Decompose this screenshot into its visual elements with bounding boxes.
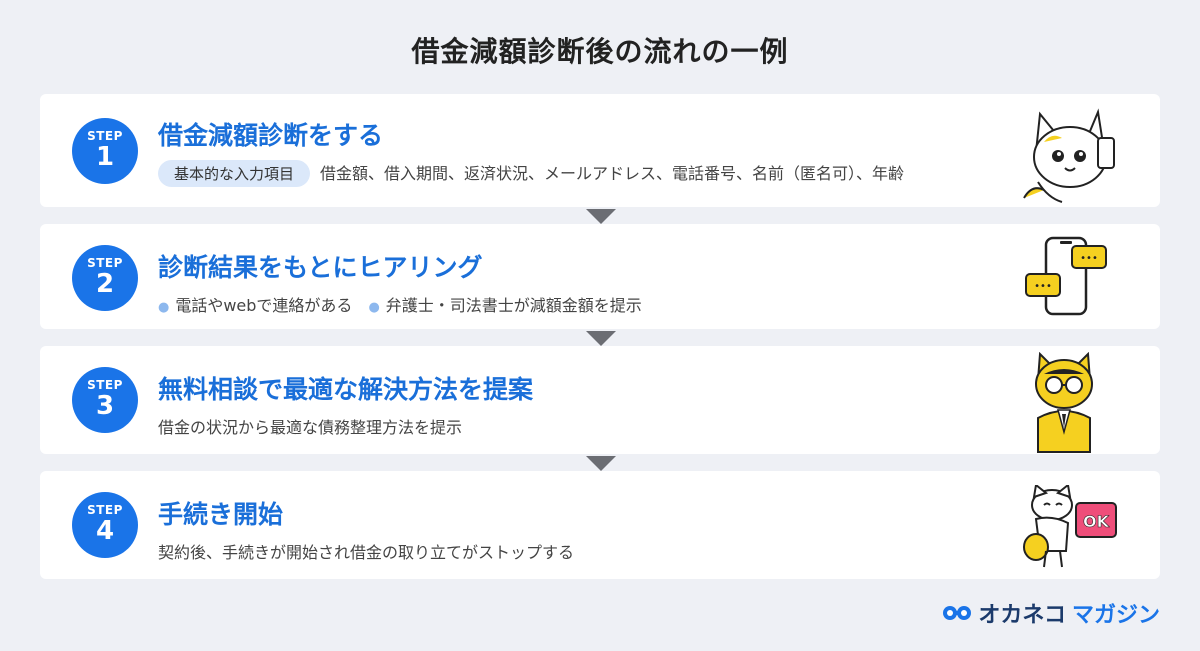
step-title: 診断結果をもとにヒアリング (158, 253, 483, 282)
step-card-4: STEP 4 手続き開始 契約後、手続きが開始され借金の取り立てがストップする … (40, 471, 1160, 579)
step-description: 契約後、手続きが開始され借金の取り立てがストップする (158, 543, 575, 562)
input-items-pill: 基本的な入力項目 (158, 160, 311, 187)
step-badge-label: STEP (87, 256, 123, 270)
step-title: 手続き開始 (158, 500, 284, 529)
step-title: 無料相談で最適な解決方法を提案 (158, 375, 534, 404)
step-badge-4: STEP 4 (72, 492, 138, 558)
bullet-text: 弁護士・司法書士が減額金額を提示 (385, 296, 642, 315)
step-description: 基本的な入力項目借金額、借入期間、返済状況、メールアドレス、電話番号、名前（匿名… (158, 160, 904, 187)
step-badge-number: 4 (95, 516, 115, 546)
step-badge-number: 2 (95, 269, 115, 299)
bullet-icon: ● (158, 300, 170, 315)
smartphone-chat-illustration: ••• ••• (1025, 236, 1107, 316)
step-badge-number: 3 (95, 391, 115, 421)
step-card-3: STEP 3 無料相談で最適な解決方法を提案 借金の状況から最適な債務整理方法を… (40, 346, 1160, 454)
page-title: 借金減額診断後の流れの一例 (411, 35, 789, 68)
flow-arrow-icon (586, 456, 616, 471)
step-description: 借金の状況から最適な債務整理方法を提示 (158, 418, 463, 437)
brand-name-part1: オカネコ (978, 603, 1066, 628)
step-badge-label: STEP (87, 378, 123, 392)
cat-with-phone-illustration (1023, 108, 1115, 203)
brand-glasses-icon (943, 606, 972, 620)
cat-with-ok-sign-illustration: OK (1023, 485, 1117, 568)
flow-arrow-icon (586, 209, 616, 224)
step-badge-number: 1 (95, 142, 115, 172)
input-items-text: 借金額、借入期間、返済状況、メールアドレス、電話番号、名前（匿名可）、年齢 (320, 164, 905, 183)
ok-sign-text: OK (1083, 512, 1110, 531)
step-badge-3: STEP 3 (72, 367, 138, 433)
brand-logo: オカネコ マガジン (942, 597, 1160, 629)
step-description: ● 電話やwebで連絡がある ● 弁護士・司法書士が減額金額を提示 (158, 292, 642, 316)
bullet-icon: ● (368, 300, 380, 315)
step-card-1: STEP 1 借金減額診断をする 基本的な入力項目借金額、借入期間、返済状況、メ… (40, 94, 1160, 207)
step-badge-2: STEP 2 (72, 245, 138, 311)
step-title: 借金減額診断をする (158, 121, 384, 150)
flow-arrow-icon (586, 331, 616, 346)
cat-in-suit-illustration (1035, 352, 1093, 453)
step-badge-label: STEP (87, 129, 123, 143)
bullet-text: 電話やwebで連絡がある (175, 296, 353, 315)
chat-dots: ••• (1034, 281, 1052, 292)
step-badge-label: STEP (87, 503, 123, 517)
brand-name-part2: マガジン (1071, 603, 1160, 628)
chat-dots: ••• (1080, 253, 1098, 264)
step-badge-1: STEP 1 (72, 118, 138, 184)
step-card-2: STEP 2 診断結果をもとにヒアリング ● 電話やwebで連絡がある ● 弁護士・司… (40, 224, 1160, 329)
